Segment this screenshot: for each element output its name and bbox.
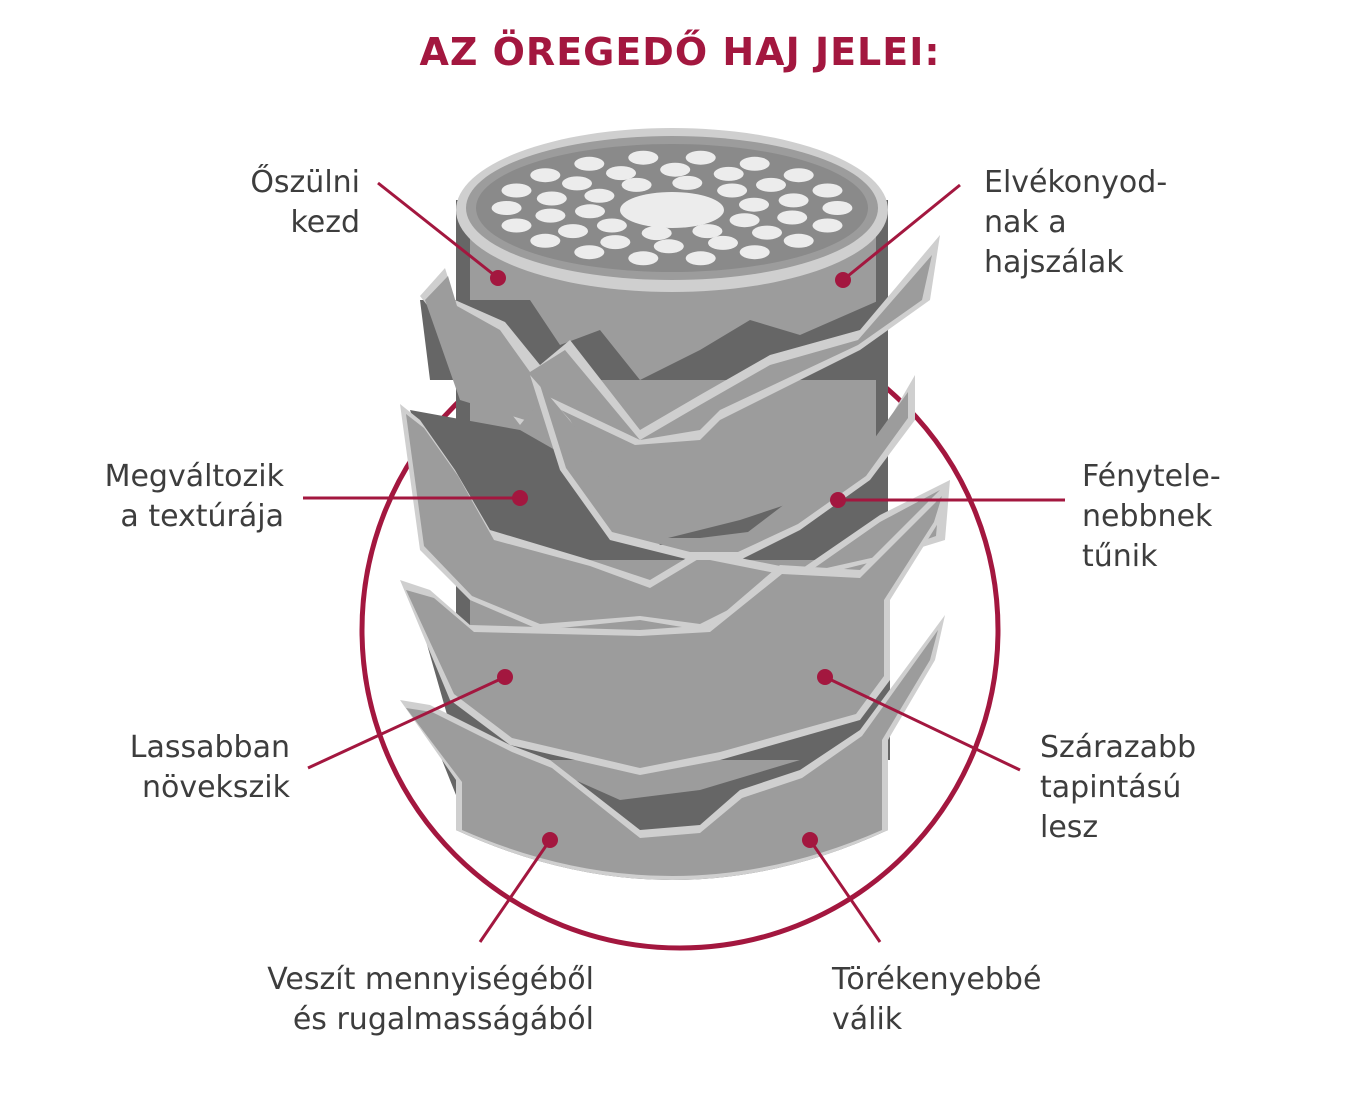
cortex-cell [812, 183, 843, 198]
cortex-cell [685, 251, 716, 266]
cortex-cell [783, 168, 814, 183]
marker-dot [512, 490, 528, 506]
label-line: Lassabban [129, 730, 290, 765]
cortex-cell [708, 235, 738, 250]
cortex-cell [812, 218, 843, 233]
label-line: Szárazabb [1040, 730, 1197, 765]
cortex-cell [778, 193, 809, 208]
cortex-cell [739, 245, 770, 260]
label-line: tapintású [1040, 770, 1182, 805]
label-line: nak a [984, 205, 1067, 240]
label-line: Veszít mennyiségéből [267, 962, 594, 997]
label-line: lesz [1040, 810, 1099, 845]
cortex-cell [739, 156, 770, 171]
cortex-cell [822, 201, 853, 215]
cortex-cell [641, 226, 672, 241]
page-title: AZ ÖREGEDŐ HAJ JELEI: [419, 30, 941, 74]
cortex-cell [783, 233, 814, 248]
label-dryness: Szárazabb tapintású lesz [1040, 728, 1196, 848]
marker-dot [542, 832, 558, 848]
marker-dots [490, 270, 851, 848]
cortex-cell [628, 150, 659, 165]
cortex-cell [685, 150, 716, 165]
cortex-cell [596, 218, 627, 233]
cortex-cell [672, 175, 703, 190]
cortex-cell [600, 235, 631, 250]
label-line: kezd [290, 205, 360, 240]
cortex-cells [491, 150, 853, 266]
label-brittleness: Törékenyebbé válik [832, 960, 1041, 1040]
label-line: Őszülni [250, 165, 360, 200]
leader-brittleness [808, 839, 882, 943]
cortex-cell [713, 166, 744, 181]
cortex-cell [692, 224, 723, 239]
cortex-cell [574, 156, 605, 171]
cortex-cell [535, 208, 566, 223]
cortex-cell [574, 245, 605, 260]
marker-dot [830, 492, 846, 508]
cortex-cell [653, 239, 684, 254]
label-graying: Őszülni kezd [250, 163, 360, 243]
cortex-cell [752, 225, 782, 240]
label-line: növekszik [141, 770, 290, 805]
cortex-cell [660, 162, 691, 177]
leader-lines [303, 181, 1065, 943]
label-line: nebbnek [1082, 499, 1213, 534]
label-line: a textúrája [120, 499, 284, 534]
cortex-cell [584, 188, 615, 203]
cortex-cell [628, 251, 659, 266]
cortex-cell [501, 218, 532, 233]
label-texture: Megváltozik a textúrája [105, 457, 284, 537]
label-volume-loss: Veszít mennyiségéből és rugalmasságából [267, 960, 594, 1040]
leader-slower-growth [307, 675, 506, 770]
label-thinning: Elvékonyod- nak a hajszálak [984, 163, 1167, 283]
label-line: Fénytele- [1082, 459, 1221, 494]
label-line: Törékenyebbé [832, 962, 1042, 997]
cortex-cell [739, 197, 769, 212]
cortex-cell [530, 168, 561, 183]
label-line: tűnik [1082, 539, 1158, 574]
cortex-cell [536, 191, 567, 206]
cortex-cell [729, 213, 760, 228]
label-line: és rugalmasságából [292, 1002, 594, 1037]
marker-dot [490, 270, 506, 286]
cortex-cell [501, 183, 532, 198]
marker-dot [497, 669, 513, 685]
label-line: Elvékonyod- [984, 165, 1168, 200]
cortex-cell [756, 177, 786, 192]
leader-graying [377, 181, 499, 280]
cortex-cell [575, 204, 605, 219]
cortex-cell [606, 166, 636, 181]
cortex-cell [777, 210, 808, 225]
cortex-cell [717, 183, 748, 198]
marker-dot [817, 669, 833, 685]
hair-strand-illustration [400, 128, 950, 880]
cortex-cell [491, 201, 522, 215]
cortex-cell [558, 224, 588, 239]
label-line: válik [832, 1002, 903, 1037]
leader-thinning [842, 183, 961, 282]
label-dullness: Fénytele- nebbnek tűnik [1082, 457, 1221, 577]
cortex-cell [562, 176, 592, 191]
marker-dot [802, 832, 818, 848]
label-slower-growth: Lassabban növekszik [130, 728, 290, 808]
cortex-cell [621, 177, 652, 192]
marker-dot [835, 272, 851, 288]
leader-dryness [824, 675, 1021, 772]
label-line: hajszálak [984, 245, 1124, 280]
leader-volume-loss [478, 839, 552, 943]
cortex-cell [530, 233, 561, 248]
label-line: Megváltozik [104, 459, 284, 494]
